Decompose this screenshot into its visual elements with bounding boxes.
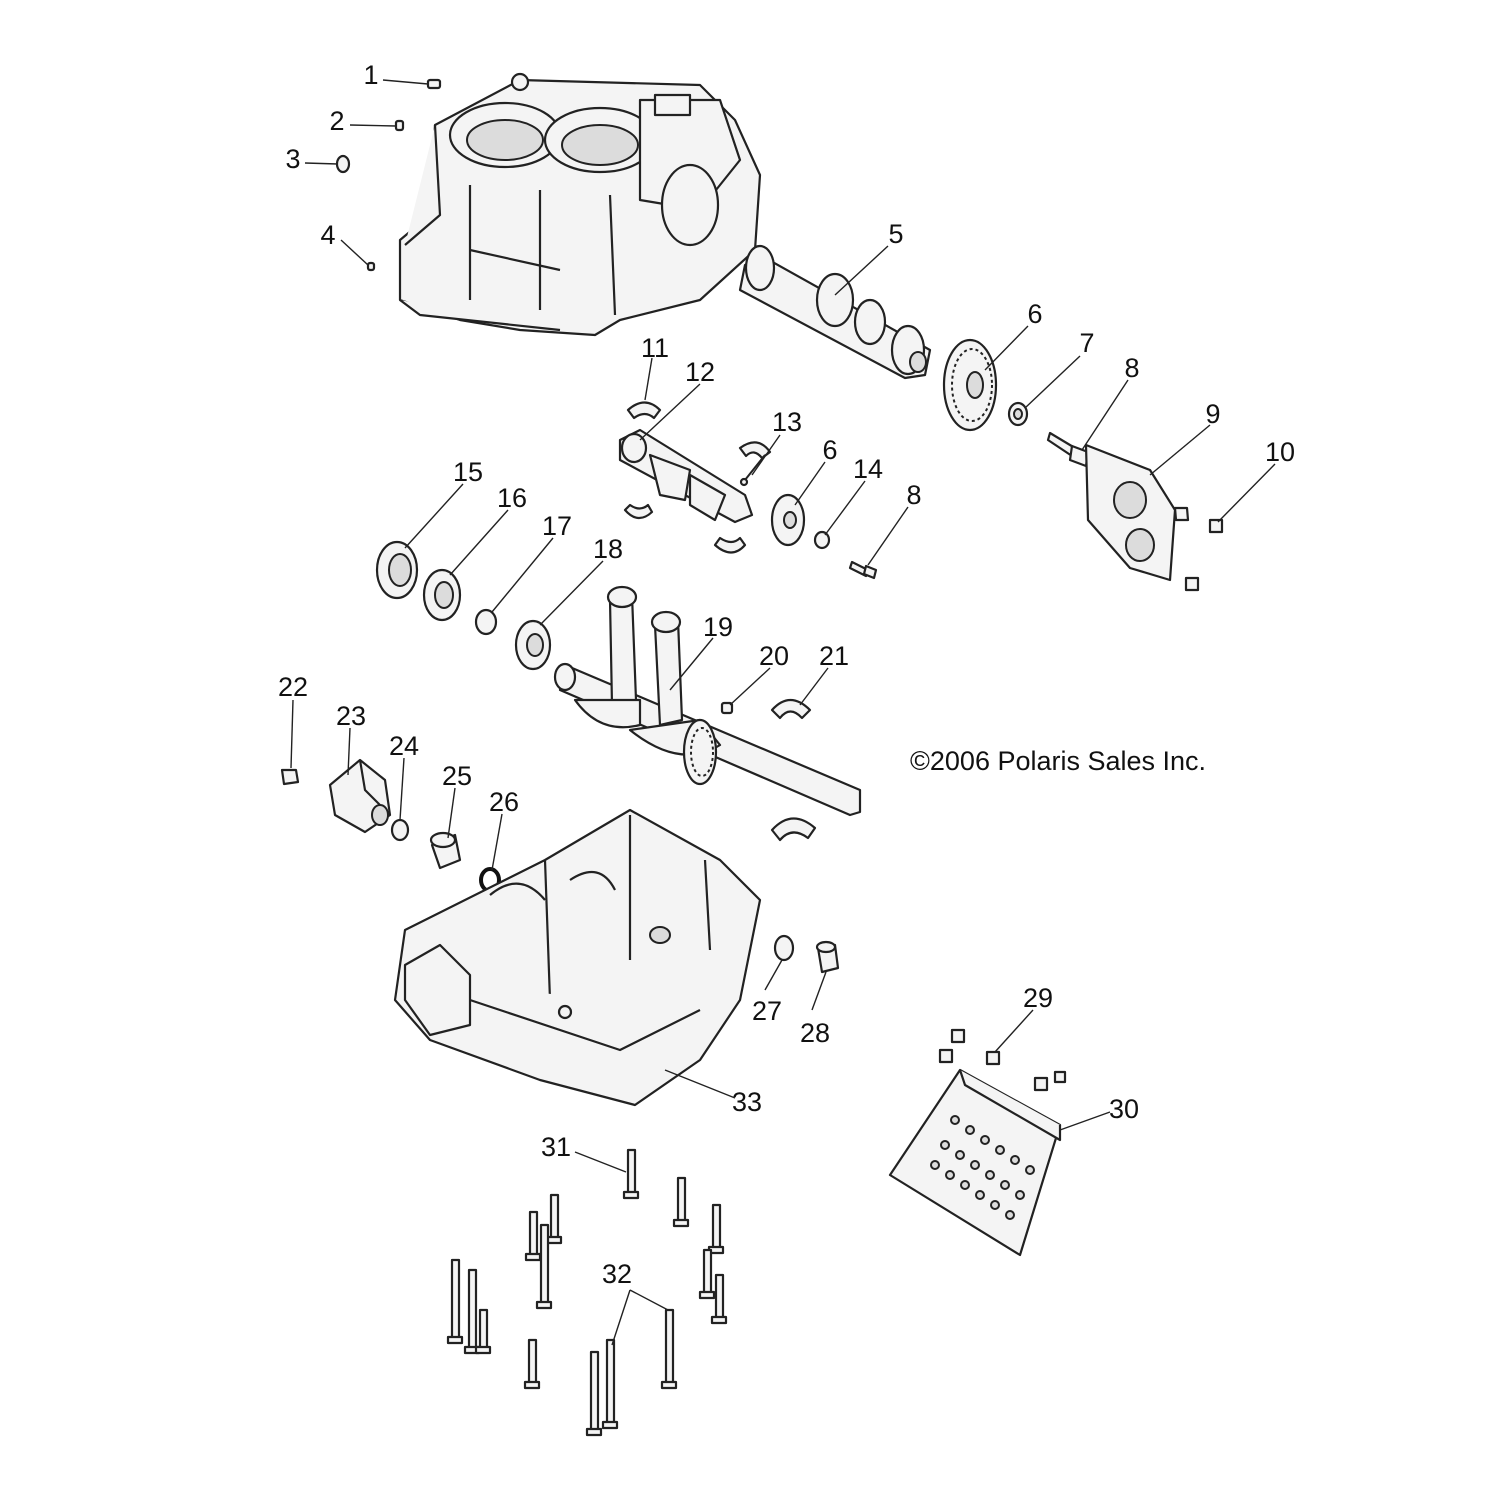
cam-gear: [942, 338, 998, 432]
callout-c21: 21: [819, 641, 849, 671]
oil-pump: [328, 758, 392, 834]
callout-c33: 33: [732, 1087, 762, 1117]
drain-washer: [773, 934, 795, 962]
callout-c29: 29: [1023, 983, 1053, 1013]
dowel-pin-2: [394, 119, 405, 132]
callout-c7: 7: [1079, 328, 1094, 358]
skid-plate-bolts: [938, 1028, 1067, 1092]
crankcase-bolts: [446, 1148, 728, 1437]
callout-c24: 24: [389, 731, 419, 761]
callout-c13: 13: [772, 407, 802, 437]
dowel-pin-4: [366, 261, 376, 272]
callout-c20: 20: [759, 641, 789, 671]
cover-plate: [1084, 443, 1177, 582]
callout-c23: 23: [336, 701, 366, 731]
callout-c1: 1: [363, 60, 378, 90]
screws: [1173, 506, 1224, 592]
balance-gear: [770, 493, 806, 547]
callout-c31: 31: [541, 1132, 571, 1162]
copyright-notice: ©2006 Polaris Sales Inc.: [910, 746, 1207, 776]
washer: [1007, 401, 1029, 427]
callout-c19: 19: [703, 612, 733, 642]
leader-lines: [290, 79, 1276, 1346]
callout-c17: 17: [542, 511, 572, 541]
callout-c5: 5: [888, 219, 903, 249]
crankshaft: [553, 585, 862, 817]
bolt-lower: [848, 560, 878, 580]
callout-c27: 27: [752, 996, 782, 1026]
main-bearing-shell: [770, 698, 812, 720]
pin: [739, 454, 766, 487]
callout-c8b: 8: [906, 480, 921, 510]
callout-c12: 12: [685, 357, 715, 387]
camshaft: [738, 244, 932, 380]
callout-c26: 26: [489, 787, 519, 817]
callout-c16: 16: [497, 483, 527, 513]
callout-c9: 9: [1205, 399, 1220, 429]
skid-plate: [888, 1068, 1062, 1257]
key: [720, 701, 734, 715]
o-ring-24: [390, 818, 410, 842]
callout-c22: 22: [278, 672, 308, 702]
callout-c14: 14: [853, 454, 883, 484]
bearing-shells-upper: [623, 401, 772, 554]
callout-c4: 4: [320, 220, 335, 250]
callout-c28: 28: [800, 1018, 830, 1048]
balance-shaft: [618, 428, 754, 524]
main-bearing: [422, 568, 462, 622]
callout-c11: 11: [641, 333, 669, 363]
bolt-22: [280, 768, 300, 786]
drain-plug: [815, 940, 840, 974]
bearing: [514, 619, 552, 671]
callout-c15: 15: [453, 457, 483, 487]
oil-seal: [375, 540, 419, 600]
dowel-pin-3: [335, 154, 351, 174]
dowel-pin-1: [426, 78, 442, 90]
callout-c18: 18: [593, 534, 623, 564]
callout-c8a: 8: [1124, 353, 1139, 383]
lower-crankcase: [393, 808, 762, 1107]
balance-washer: [813, 530, 831, 550]
callout-c25: 25: [442, 761, 472, 791]
callout-c2: 2: [329, 106, 344, 136]
lower-bearing-shell: [770, 817, 817, 842]
callout-c6b: 6: [822, 435, 837, 465]
o-ring: [474, 608, 498, 636]
callout-c30: 30: [1109, 1094, 1139, 1124]
callout-c32: 32: [602, 1259, 632, 1289]
upper-crankcase: [398, 72, 762, 337]
callout-c10: 10: [1265, 437, 1295, 467]
bushing: [429, 831, 462, 870]
callout-c6a: 6: [1027, 299, 1042, 329]
callout-c3: 3: [285, 144, 300, 174]
